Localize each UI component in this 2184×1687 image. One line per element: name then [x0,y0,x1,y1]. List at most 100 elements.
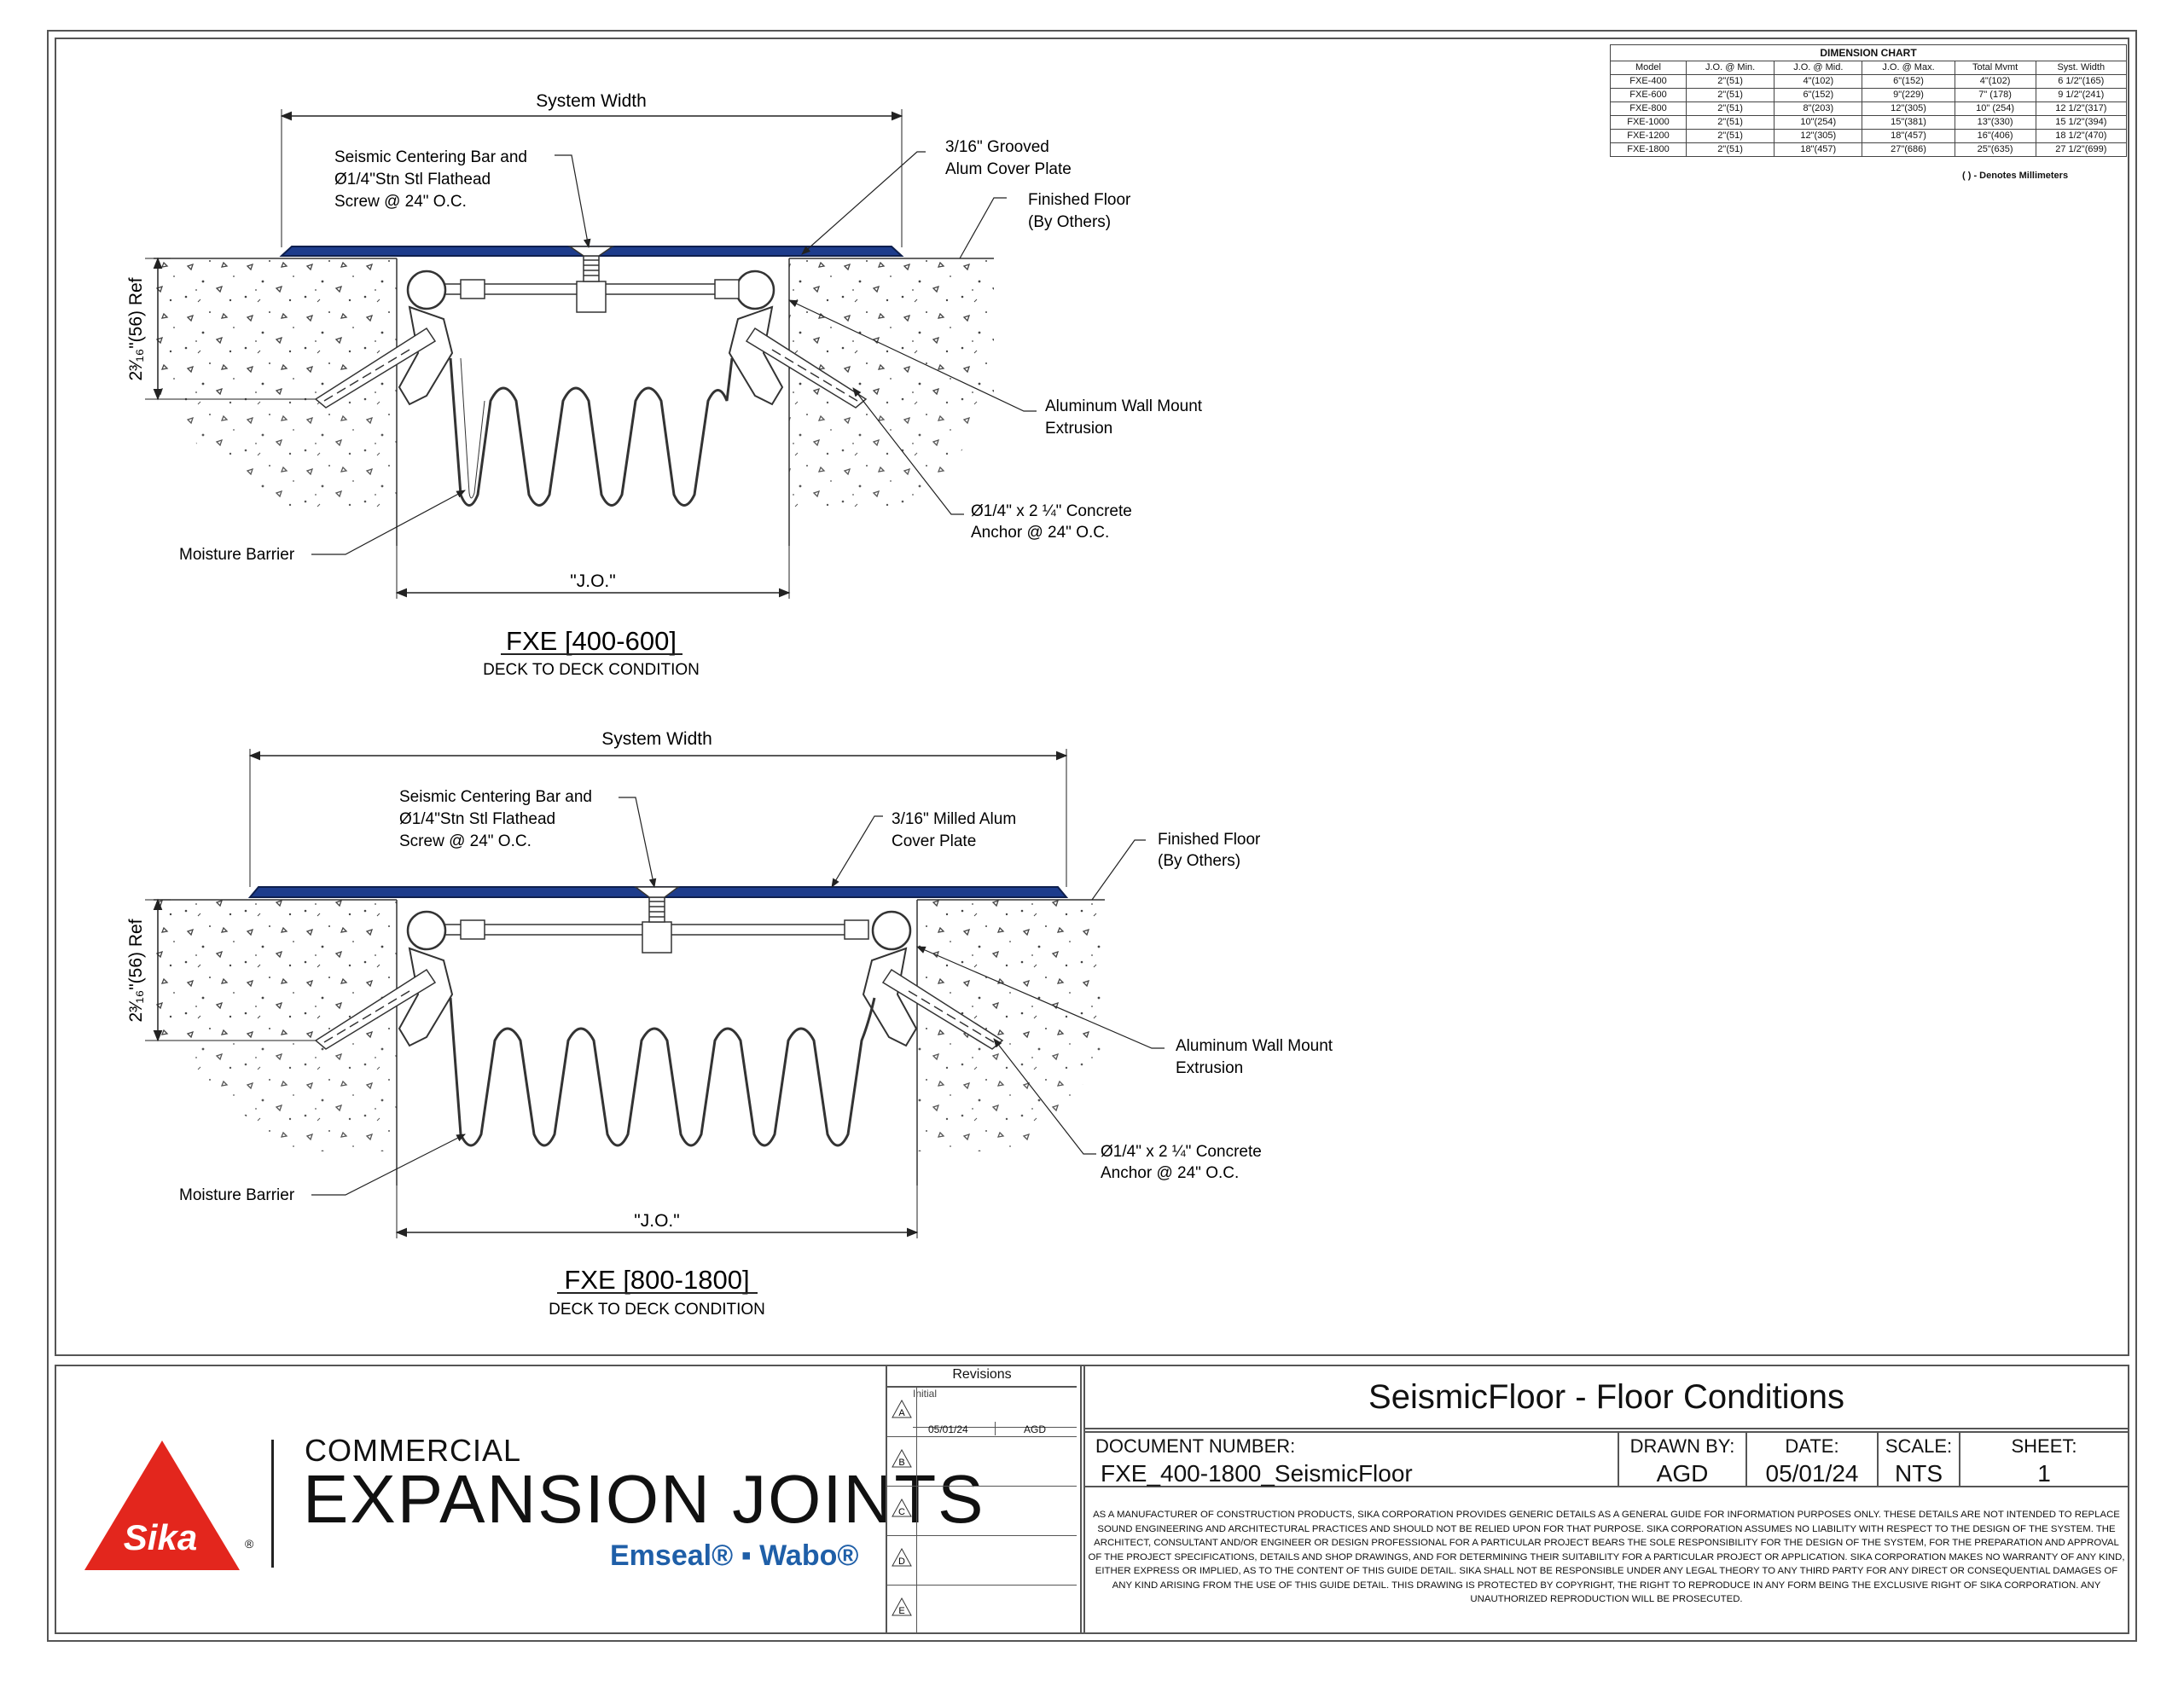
centering-bar-label: Ø1/4"Stn Stl Flathead [334,171,491,188]
revision-mark: A [898,1408,905,1418]
svg-text:Finished Floor(By Others): Finished Floor (By Others) [1028,191,1131,231]
cover-plate-label: 3/16" Milled Alum [892,810,1016,828]
revision-row [887,1436,1077,1485]
registered-mark: ® [245,1537,254,1551]
svg-text:Finished Floor(By Others): Finished Floor(By Others) [1158,831,1261,870]
wall-mount-label: Aluminum Wall Mount [1176,1037,1333,1055]
revision-date: 05/01/24 [928,1423,968,1435]
centering-bar-label: Seismic Centering Bar and [334,148,527,166]
revision-row [887,1535,1077,1584]
height-ref-label: 2³⁄₁₆"(56) Ref [126,277,146,380]
anchor-label: Anchor @ 24" O.C. [1101,1164,1239,1182]
table-cell: 2"(51) [1685,142,1775,157]
finished-floor-label: Finished Floor [1028,191,1131,209]
document-number-value: FXE_400-1800_SeismicFloor [1101,1460,1413,1487]
revisions-title: Revisions [952,1367,1012,1382]
revision-initial-label: Initial [913,1388,938,1400]
detail-subtitle: DECK TO DECK CONDITION [483,661,700,679]
table-cell: 6"(152) [1862,74,1955,89]
finished-floor-label: (By Others) [1158,852,1240,870]
chart-header: Syst. Width [2035,61,2128,75]
table-cell: 2"(51) [1685,74,1775,89]
title-block [55,1365,2129,1634]
sheet-border [47,30,2137,1642]
brand-line-expansion-joints: EXPANSION JOINTS [303,1461,985,1537]
sika-wordmark: Sika [124,1517,197,1557]
sheet-cell: SHEET: 1 [1960,1433,2128,1487]
revision-mark: E [898,1606,904,1616]
jo-label: "J.O." [634,1211,679,1231]
drawn-by-label: DRAWN BY: [1629,1435,1735,1457]
sheet-value: 1 [2037,1460,2051,1487]
drawn-by-value: AGD [1656,1460,1709,1487]
revision-row [887,1585,1077,1633]
millimeter-note: ( ) - Denotes Millimeters [1962,171,2069,181]
centering-bar-label: Ø1/4"Stn Stl Flathead [399,810,555,828]
table-cell: 7" (178) [1954,88,2036,102]
table-cell: 6"(152) [1774,88,1863,102]
document-number-cell: DOCUMENT NUMBER: FXE_400-1800_SeismicFlo… [1085,1433,1619,1487]
detail-subtitle: DECK TO DECK CONDITION [549,1301,765,1319]
system-width-label: System Width [601,729,712,749]
moisture-barrier-label: Moisture Barrier [179,1186,295,1204]
sika-logo: Sika [84,1441,240,1570]
table-cell: 18 1/2"(470) [2035,129,2128,143]
table-cell: 18"(457) [1862,129,1955,143]
table-cell: 25"(635) [1954,142,2036,157]
revision-mark: B [898,1458,904,1468]
table-cell: 15 1/2"(394) [2035,115,2128,130]
chart-caption: DIMENSION CHART [1610,44,2127,61]
jo-label: "J.O." [570,571,615,591]
revision-row [887,1486,1077,1534]
table-cell: 15"(381) [1862,115,1955,130]
wall-mount-label: Aluminum Wall Mount [1045,397,1203,415]
centering-bar-label: Screw @ 24" O.C. [399,832,531,850]
anchor-label: Ø1/4" x 2 ¼" Concrete [1101,1143,1262,1161]
scale-value: NTS [1895,1460,1943,1487]
centering-bar-label: Seismic Centering Bar and [399,788,592,806]
table-cell: 8"(203) [1774,101,1863,116]
wall-mount-label: Extrusion [1045,420,1112,438]
table-cell: 2"(51) [1685,88,1775,102]
dimension-chart: DIMENSION CHART Model J.O. @ Min. J.O. @… [1610,44,2128,157]
scale-label: SCALE: [1885,1435,1953,1457]
revision-mark: C [898,1507,905,1517]
table-cell: 4"(102) [1954,74,2036,89]
chart-header: J.O. @ Min. [1685,61,1775,75]
table-cell: 9"(229) [1862,88,1955,102]
table-cell: 4"(102) [1774,74,1863,89]
chart-header-row: Model J.O. @ Min. J.O. @ Mid. J.O. @ Max… [1610,61,2128,75]
chart-header: Model [1610,61,1687,75]
date-value: 05/01/24 [1765,1460,1859,1487]
chart-header: J.O. @ Max. [1862,61,1955,75]
table-cell: 6 1/2"(165) [2035,74,2128,89]
table-cell: 12"(305) [1862,101,1955,116]
table-cell: 9 1/2"(241) [2035,88,2128,102]
table-cell: FXE-400 [1610,74,1687,89]
drawing-area-border [55,38,2129,1356]
chart-header: J.O. @ Mid. [1774,61,1863,75]
detail-title: FXE [400-600] [506,626,677,656]
drawing-title: SeismicFloor - Floor Conditions [1085,1366,2128,1429]
table-cell: FXE-1000 [1610,115,1687,130]
anchor-label: Ø1/4" x 2 ¼" Concrete [971,502,1132,520]
revision-mark: D [898,1557,905,1567]
table-cell: FXE-600 [1610,88,1687,102]
disclaimer-text: AS A MANUFACTURER OF CONSTRUCTION PRODUC… [1088,1510,2125,1604]
table-cell: 2"(51) [1685,115,1775,130]
finished-floor-label: (By Others) [1028,213,1111,231]
drawn-by-cell: DRAWN BY: AGD [1619,1433,1747,1487]
height-ref-label: 2³⁄₁₆"(56) Ref [126,919,146,1022]
date-label: DATE: [1785,1435,1839,1457]
sheet-label: SHEET: [2011,1435,2077,1457]
